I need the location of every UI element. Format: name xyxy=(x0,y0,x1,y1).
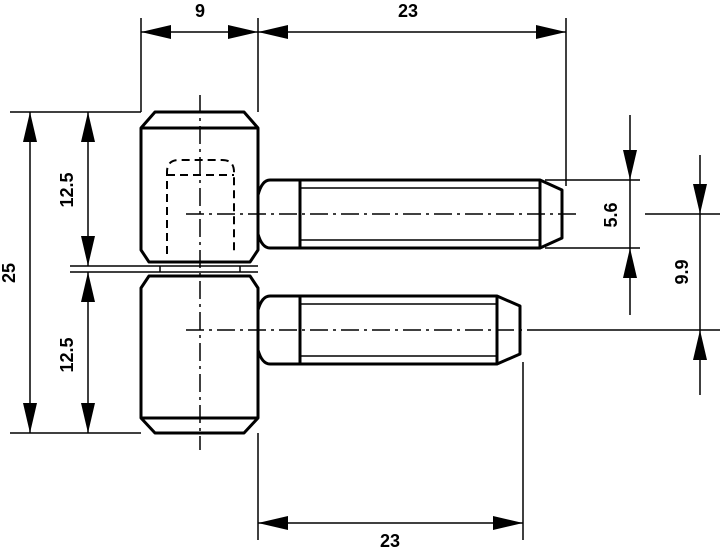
dim-bottom-length: 23 xyxy=(380,531,400,549)
dim-upper-half-height: 12.5 xyxy=(57,172,77,207)
dim-lower-half-height: 12.5 xyxy=(57,337,77,372)
dim-pin-spacing: 9.9 xyxy=(672,259,692,284)
dim-top-right-length: 23 xyxy=(398,1,418,21)
center-lines xyxy=(186,95,578,450)
dim-pin-diameter: 5.6 xyxy=(601,202,621,227)
dim-total-height: 25 xyxy=(0,263,19,283)
knuckle-gap xyxy=(70,265,258,273)
dimension-lines xyxy=(23,25,707,530)
dim-top-left-width: 9 xyxy=(195,1,205,21)
extension-lines xyxy=(10,18,720,540)
